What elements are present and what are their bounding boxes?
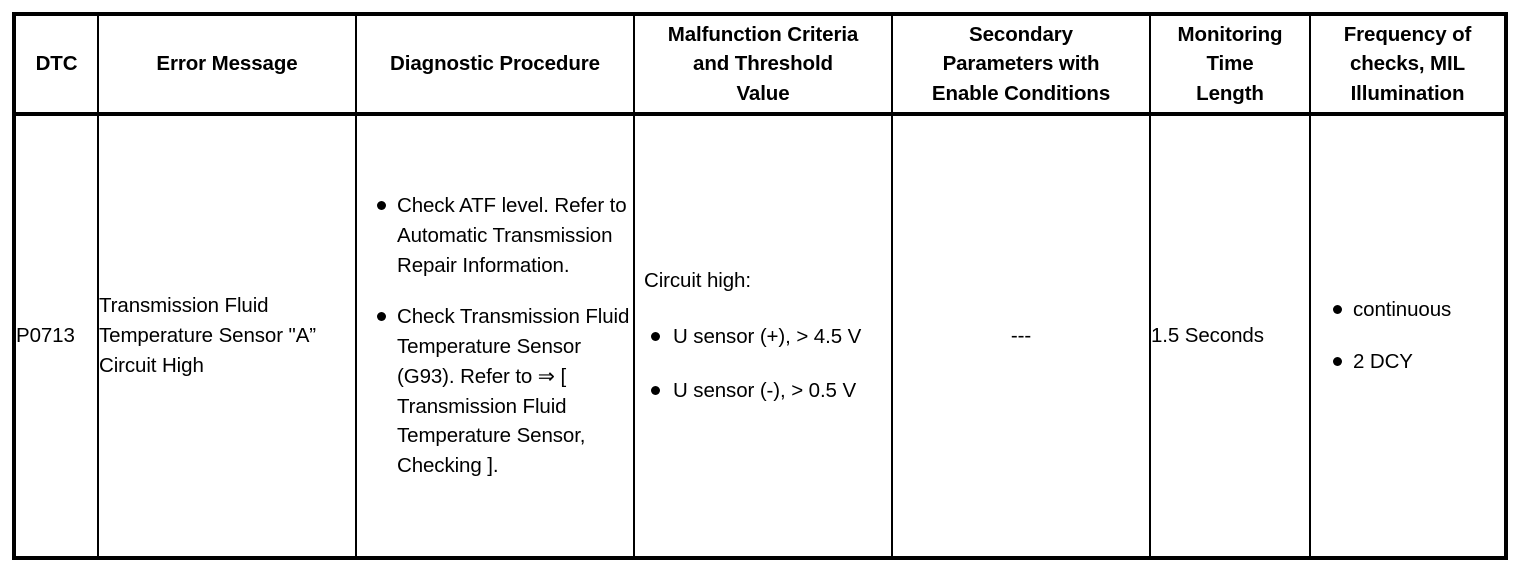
malfunction-criteria-item: U sensor (+), > 4.5 V [635,322,891,352]
header-line: Malfunction Criteria [667,23,859,47]
header-line: Frequency of [1343,23,1472,47]
cell-dtc-code: P0713 [13,114,99,558]
bullet-icon [651,386,660,396]
bullet-icon [377,201,386,211]
column-header-error-message: Error Message [97,14,357,116]
header-line: Illumination [1350,81,1465,105]
table-row: P0713 Transmission Fluid Temperature Sen… [13,114,1507,558]
column-header-malfunction-criteria: Malfunction Criteria and Threshold Value [633,14,893,116]
malfunction-lead-text: Circuit high: [644,268,751,292]
bullet-icon [377,312,386,322]
column-header-secondary-parameters: Secondary Parameters with Enable Conditi… [891,14,1151,116]
table-header: DTC Error Message Diagnostic Procedure M… [13,14,1507,116]
malfunction-criteria-item: U sensor (-), > 0.5 V [635,376,891,406]
bullet-icon [1333,357,1342,366]
malfunction-criteria-list: U sensor (+), > 4.5 V U sensor (-), > 0.… [635,322,891,406]
header-line: and Threshold [693,52,833,76]
malfunction-criteria-text: U sensor (+), > 4.5 V [673,324,862,348]
column-header-dtc: DTC [13,14,99,116]
column-header-frequency-mil: Frequency of checks, MIL Illumination [1309,14,1507,116]
bullet-icon [1333,305,1342,315]
cell-secondary-parameters: --- [891,114,1151,558]
frequency-item: continuous [1311,295,1504,325]
frequency-item: 2 DCY [1311,347,1504,377]
diagnostic-step-text: Check ATF level. Refer to Automatic Tran… [397,194,627,277]
frequency-text: continuous [1353,298,1452,322]
diagnostic-step-text: Check Transmission Fluid Temperature Sen… [397,305,630,478]
bullet-icon [651,331,660,341]
frequency-list: continuous 2 DCY [1311,295,1504,376]
header-line: Error Message [156,52,298,76]
header-row: DTC Error Message Diagnostic Procedure M… [13,14,1507,116]
cell-error-message: Transmission Fluid Temperature Sensor "A… [97,114,357,558]
diagnostic-step-list: Check ATF level. Refer to Automatic Tran… [357,191,633,480]
column-header-diagnostic-procedure: Diagnostic Procedure [355,14,635,116]
cell-malfunction-criteria: Circuit high: U sensor (+), > 4.5 V U se… [633,114,893,558]
diagnostic-step-item: Check Transmission Fluid Temperature Sen… [357,302,633,480]
header-line: Value [736,81,790,105]
dtc-diagnostic-table: DTC Error Message Diagnostic Procedure M… [12,12,1508,560]
malfunction-criteria-text: U sensor (-), > 0.5 V [673,379,857,403]
header-line: Diagnostic Procedure [390,52,600,76]
frequency-text: 2 DCY [1353,350,1413,373]
cell-diagnostic-procedure: Check ATF level. Refer to Automatic Tran… [355,114,635,558]
header-line: Parameters with [942,52,1100,76]
table-body: P0713 Transmission Fluid Temperature Sen… [13,114,1507,558]
header-line: Length [1196,81,1264,105]
cell-monitoring-time-length: 1.5 Seconds [1149,114,1311,558]
header-line: Enable Conditions [931,81,1111,105]
cell-frequency-mil: continuous 2 DCY [1309,114,1507,558]
header-line: DTC [35,52,78,76]
header-line: Monitoring [1177,23,1283,47]
header-line: checks, MIL [1349,52,1466,76]
column-header-monitoring-time-length: Monitoring Time Length [1149,14,1311,116]
header-line: Time [1206,52,1254,76]
diagnostic-step-item: Check ATF level. Refer to Automatic Tran… [357,191,633,280]
header-line: Secondary [969,23,1073,47]
